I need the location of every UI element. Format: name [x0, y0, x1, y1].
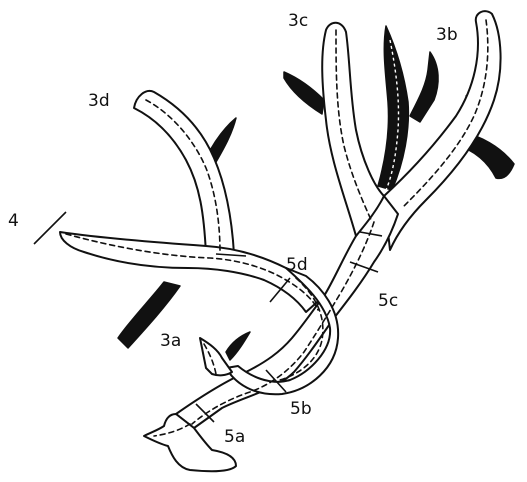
branch-3a [200, 338, 232, 375]
dark-branch-center-right [410, 52, 438, 122]
label-3a: 3a [160, 331, 181, 351]
label-4-tick [34, 212, 66, 244]
label-4: 4 [8, 211, 19, 231]
label-5d: 5d [286, 255, 308, 275]
dark-branch-3c-left [284, 72, 324, 114]
branch-3c [322, 23, 384, 236]
label-3d: 3d [88, 91, 110, 111]
label-5a: 5a [224, 427, 245, 447]
label-3b: 3b [436, 25, 458, 45]
branch-4 [60, 232, 324, 312]
label-3c: 3c [288, 11, 308, 31]
dark-branch-3a-side [226, 332, 250, 360]
label-5b: 5b [290, 399, 312, 419]
label-5c: 5c [378, 291, 398, 311]
